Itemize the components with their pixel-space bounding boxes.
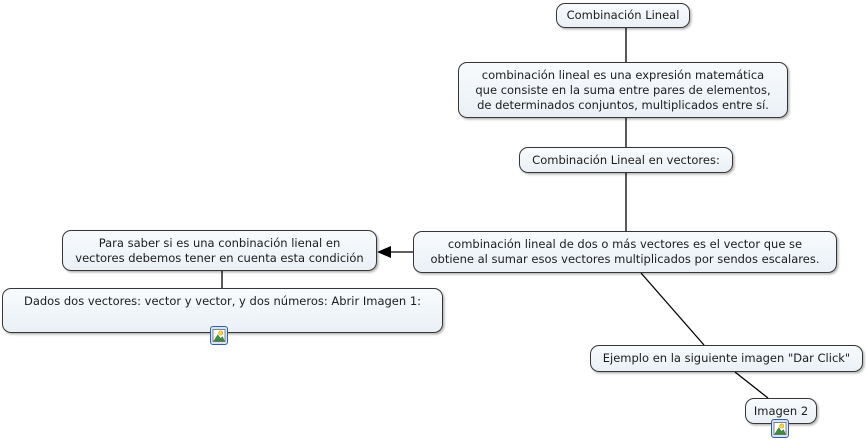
node-definicion-combinacion[interactable]: combinación lineal es una expresión mate… xyxy=(458,62,788,118)
connector-vectordef-example xyxy=(640,272,705,346)
node-condicion[interactable]: Para saber si es una conbinación lienal … xyxy=(62,230,377,271)
node-definicion-vectores[interactable]: combinación lineal de dos o más vectores… xyxy=(413,231,837,273)
node-dados-dos-vectores[interactable]: Dados dos vectores: vector y vector, y d… xyxy=(2,288,443,333)
node-combinacion-en-vectores[interactable]: Combinación Lineal en vectores: xyxy=(519,147,733,173)
image-resource-icon[interactable] xyxy=(210,326,228,345)
connector-arrowhead xyxy=(377,246,391,258)
node-combinacion-lineal[interactable]: Combinación Lineal xyxy=(556,3,690,28)
node-ejemplo-imagen[interactable]: Ejemplo en la siguiente imagen "Dar Clic… xyxy=(590,345,863,372)
connector-example-image2 xyxy=(734,371,769,399)
image-resource-icon[interactable] xyxy=(771,419,789,438)
